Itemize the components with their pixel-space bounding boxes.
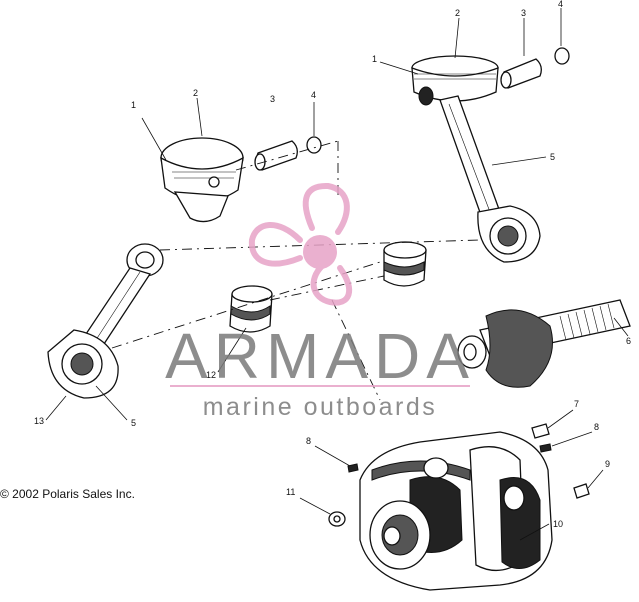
callout-2-left: 2 <box>193 88 198 98</box>
callout-4-left: 4 <box>311 90 316 100</box>
connecting-rod-right <box>439 95 541 263</box>
callout-12: 12 <box>206 370 216 380</box>
callout-3-right: 3 <box>521 8 526 18</box>
circlip-right <box>554 47 570 65</box>
pin-8-left <box>347 463 359 473</box>
callout-11: 11 <box>286 487 295 497</box>
callout-9: 9 <box>605 459 610 469</box>
callout-4-right: 4 <box>558 0 563 9</box>
callout-2-right: 2 <box>455 8 460 18</box>
nut-11 <box>328 511 346 527</box>
piston-right <box>411 55 499 106</box>
piston-left <box>160 137 244 223</box>
callout-1-right: 1 <box>372 54 377 64</box>
plug-9 <box>573 483 590 499</box>
watermark-brand: ARMADA <box>165 320 475 392</box>
callout-8-left: 8 <box>306 436 311 446</box>
propeller-logo-icon <box>248 182 352 306</box>
crankshaft <box>457 299 631 388</box>
callout-3-left: 3 <box>270 94 275 104</box>
watermark-tagline: marine outboards <box>203 393 438 421</box>
plug-7 <box>531 423 550 439</box>
wrist-pin-left <box>254 140 298 171</box>
wrist-pin-right <box>500 58 542 89</box>
callout-13: 13 <box>34 416 44 426</box>
callout-5-left: 5 <box>131 418 136 428</box>
pin-8-right <box>539 443 552 453</box>
bearing-lower <box>229 285 273 333</box>
crankshaft-assembly <box>359 431 553 591</box>
armada-watermark: ARMADA marine outboards <box>165 182 475 421</box>
connecting-rod-left <box>47 243 164 399</box>
callout-7: 7 <box>574 399 579 409</box>
callout-5-right: 5 <box>550 152 555 162</box>
circlip-left <box>306 136 322 154</box>
callout-6: 6 <box>626 336 631 346</box>
callout-8-right: 8 <box>594 422 599 432</box>
callout-1-left: 1 <box>131 100 136 110</box>
copyright-notice: © 2002 Polaris Sales Inc. <box>0 487 135 501</box>
callout-10: 10 <box>553 519 563 529</box>
bearing-upper <box>383 241 427 287</box>
